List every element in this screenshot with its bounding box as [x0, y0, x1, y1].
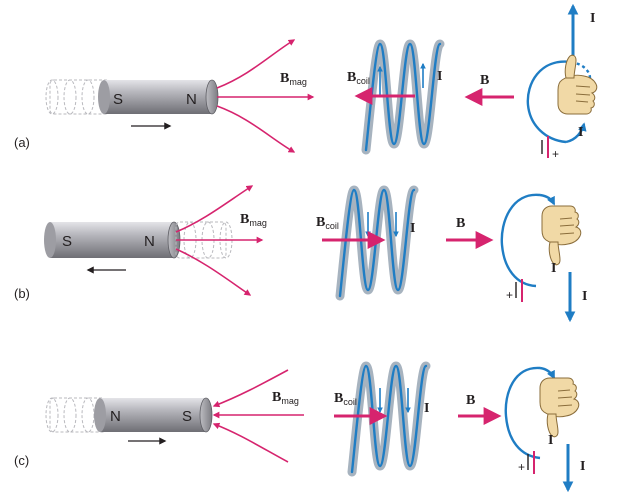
- magnet-pole-right: S: [182, 408, 192, 425]
- panel-a: (a) S N Bmag I Bcoil: [14, 3, 598, 161]
- right-hand-rule: + I I: [526, 3, 598, 161]
- magnet-pole-left: S: [62, 233, 72, 250]
- current-label-bottom: I: [582, 289, 587, 304]
- b-mag-label: Bmag: [272, 390, 299, 406]
- b-mag-label: Bmag: [240, 212, 267, 228]
- battery-plus: +: [552, 147, 559, 161]
- panel-label-b: (b): [14, 286, 30, 301]
- b-label: B: [456, 216, 465, 231]
- bar-magnet: S N: [98, 79, 219, 115]
- b-label: B: [480, 73, 489, 88]
- panel-b: (b) S N Bmag I Bcoil B: [14, 185, 587, 323]
- coil-current-label: I: [410, 221, 415, 236]
- hand-icon: [539, 377, 580, 438]
- hand-icon: [541, 205, 582, 266]
- panel-label-c: (c): [14, 453, 29, 468]
- coil: [352, 366, 426, 472]
- magnet-field-lines: [216, 39, 315, 153]
- b-coil-label: Bcoil: [316, 215, 339, 231]
- magnet-pole-left: N: [110, 408, 121, 425]
- magnet-field-lines: [175, 185, 264, 296]
- battery-plus: +: [518, 460, 525, 474]
- current-label-bottom: I: [580, 459, 585, 474]
- b-label: B: [466, 393, 475, 408]
- current-label-top: I: [590, 11, 595, 26]
- magnet-pole-right: N: [144, 233, 155, 250]
- current-label-loop: I: [548, 433, 553, 448]
- panel-c: (c) N S Bmag I Bcoil B: [14, 366, 585, 493]
- right-hand-rule: + I I: [504, 366, 585, 493]
- b-coil-label: Bcoil: [334, 391, 357, 407]
- right-hand-rule: + I I: [500, 193, 587, 323]
- coil-current-label: I: [424, 401, 429, 416]
- battery-plus: +: [506, 288, 513, 302]
- panel-label-a: (a): [14, 135, 30, 150]
- magnet-field-lines: [212, 369, 304, 463]
- b-coil-label: Bcoil: [347, 70, 370, 86]
- magnet-pole-left: S: [113, 91, 123, 108]
- magnet-pole-right: N: [186, 91, 197, 108]
- current-label-loop: I: [578, 125, 583, 140]
- bar-magnet: S N: [44, 221, 181, 259]
- bar-magnet: N S: [94, 397, 213, 433]
- current-label-loop: I: [551, 261, 556, 276]
- coil-current-label: I: [437, 69, 442, 84]
- coil: [340, 190, 414, 296]
- b-mag-label: Bmag: [280, 71, 307, 87]
